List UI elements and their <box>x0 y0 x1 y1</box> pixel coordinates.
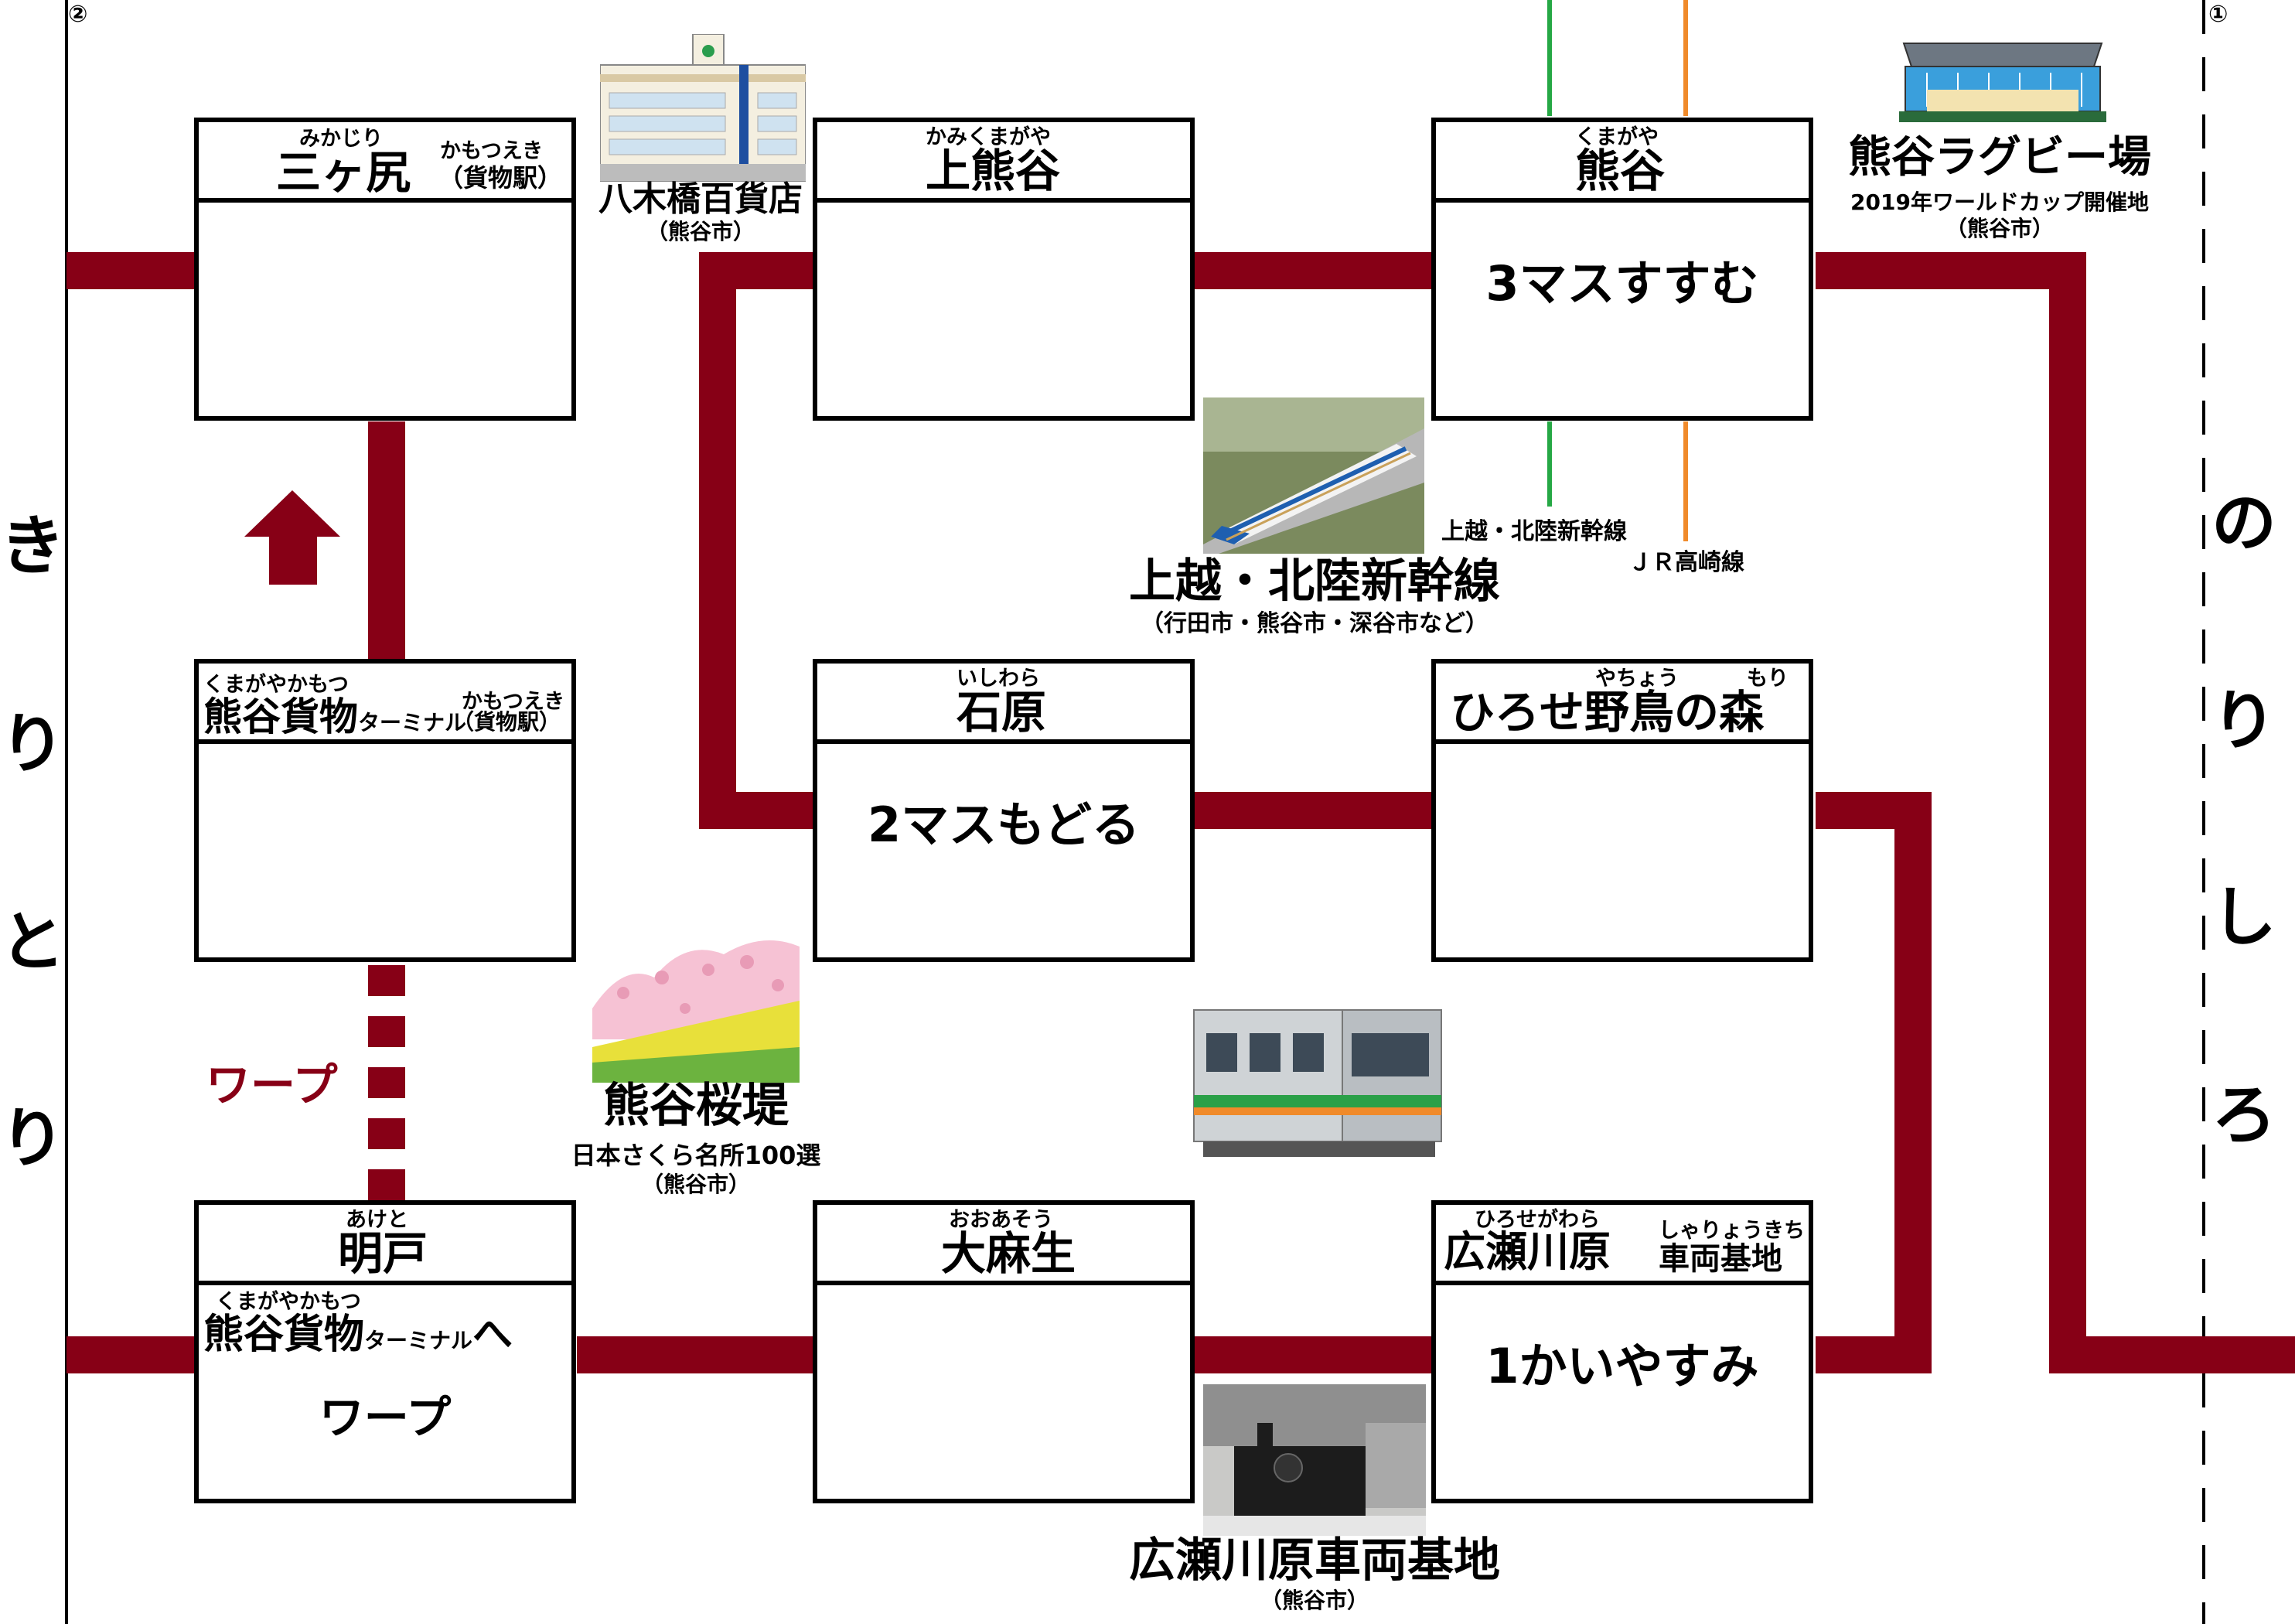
stadium-icon <box>1899 43 2106 122</box>
station-ruby: やちょう <box>1595 667 1679 691</box>
station-ruby: いしわら <box>957 667 1040 691</box>
arrow-up-icon <box>244 490 340 585</box>
station-name: 大麻生 <box>941 1227 1076 1280</box>
landmark-sakura-sub2: （熊谷市） <box>641 1172 750 1197</box>
space-ishiwara[interactable]: いしわら 石原 2マスもどる <box>813 659 1195 962</box>
station-ruby: もり <box>1747 667 1789 691</box>
track-kumagaya-outer <box>1816 252 2295 1373</box>
landmark-yagihashi-name: 八木橋百貨店 <box>598 179 803 219</box>
space-aketo[interactable]: あけと 明戸 くまがやかもつ 熊谷貨物ターミナルへ ワープ <box>194 1200 576 1503</box>
landmark-depot-sub: （熊谷市） <box>1260 1588 1369 1613</box>
warp-label: ワープ <box>206 1059 338 1111</box>
joetsu-line-label: 上越・北陸新幹線 <box>1441 518 1627 545</box>
landmark-shinkansen-sub: （行田市・熊谷市・深谷市など） <box>1141 610 1489 637</box>
side-label-right-2: り <box>2211 683 2277 759</box>
station-ruby: かみくまがや <box>926 125 1051 149</box>
space-header: ひろせがわら 広瀬川原 しゃりょうきち 車両基地 <box>1436 1205 1809 1285</box>
station-name: 明戸 <box>338 1227 428 1280</box>
station-name: 熊谷貨物ターミナル <box>203 694 467 739</box>
space-mikajiri[interactable]: みかじり 三ヶ尻 かもつえき （貨物駅） <box>194 118 576 421</box>
department-store-icon <box>600 34 806 182</box>
space-kumagaya[interactable]: くまがや 熊谷 3マスすすむ <box>1431 118 1813 421</box>
station-ruby: ひろせがわら <box>1475 1208 1600 1232</box>
commuter-train-photo <box>1188 987 1448 1171</box>
station-suffix: （貨物駅） <box>438 163 563 193</box>
space-header: かみくまがや 上熊谷 <box>817 122 1190 203</box>
takasaki-line-label: ＪＲ高崎線 <box>1628 549 1744 576</box>
landmark-rugby-sub2: （熊谷市） <box>1945 216 2054 241</box>
space-oasou[interactable]: おおあそう 大麻生 <box>813 1200 1195 1503</box>
space-kumagaya-kamotsu[interactable]: くまがやかもつ 熊谷貨物ターミナル かもつえき （貨物駅） <box>194 659 576 962</box>
space-action: 3マスすすむ <box>1485 255 1759 312</box>
landmark-depot-name: 広瀬川原車両基地 <box>1129 1534 1500 1588</box>
suffix-ruby: かもつえき <box>462 690 565 714</box>
space-header: みかじり 三ヶ尻 かもつえき （貨物駅） <box>199 122 571 203</box>
station-ruby: くまがや <box>1575 125 1659 149</box>
landmark-yagihashi-sub: （熊谷市） <box>646 219 755 244</box>
station-name: 石原 <box>957 686 1047 739</box>
action-warp: ワープ <box>319 1391 452 1444</box>
landmark-sakura-name: 熊谷桜堤 <box>603 1079 789 1133</box>
space-header: やちょう もり ひろせ野鳥の森 <box>1436 664 1809 744</box>
landmark-sakura-sub1: 日本さくら名所100選 <box>571 1141 821 1170</box>
side-label-right-4: ろ <box>2211 1077 2277 1153</box>
track-hirose-hirosegawara <box>1816 792 1932 1373</box>
station-suffix: （貨物駅） <box>452 709 561 735</box>
landmark-rugby-sub1: 2019年ワールドカップ開催地 <box>1850 189 2149 215</box>
station-name: 熊谷 <box>1575 145 1666 197</box>
station-ruby: くまがやかもつ <box>203 673 349 697</box>
space-header: おおあそう 大麻生 <box>817 1205 1190 1285</box>
space-hirose-yacho-no-mori[interactable]: やちょう もり ひろせ野鳥の森 <box>1431 659 1813 962</box>
side-label-left-2: り <box>0 706 66 782</box>
space-hirosegawara[interactable]: ひろせがわら 広瀬川原 しゃりょうきち 車両基地 1かいやすみ <box>1431 1200 1813 1503</box>
station-name: ひろせ野鳥の森 <box>1450 686 1765 739</box>
sakura-illustration <box>592 931 800 1083</box>
space-action: 2マスもどる <box>868 797 1140 853</box>
action-warp-target: 熊谷貨物ターミナルへ <box>203 1312 513 1358</box>
station-name: 広瀬川原 <box>1444 1227 1611 1276</box>
station-suffix: 車両基地 <box>1659 1241 1782 1277</box>
side-label-right-1: の <box>2211 485 2277 561</box>
track-kami-ishiwara <box>699 252 815 829</box>
landmark-shinkansen-name: 上越・北陸新幹線 <box>1129 554 1500 609</box>
station-ruby: おおあそう <box>949 1208 1053 1232</box>
corner-number-right: ① <box>2208 1 2229 28</box>
steam-locomotive-photo <box>1203 1384 1426 1536</box>
space-header: あけと 明戸 <box>199 1205 571 1285</box>
space-header: くまがやかもつ 熊谷貨物ターミナル かもつえき （貨物駅） <box>199 664 571 744</box>
suffix-ruby: かもつえき <box>440 139 544 163</box>
action-ruby: くまがやかもつ <box>216 1290 361 1314</box>
shinkansen-photo <box>1203 397 1424 554</box>
station-ruby: みかじり <box>299 127 383 151</box>
side-label-left-4: り <box>0 1100 66 1176</box>
space-action: 1かいやすみ <box>1485 1338 1759 1394</box>
landmark-rugby-name: 熊谷ラグビー場 <box>1848 132 2151 183</box>
station-name: 上熊谷 <box>926 145 1061 197</box>
space-kamikumagaya[interactable]: かみくまがや 上熊谷 <box>813 118 1195 421</box>
side-label-right-3: し <box>2211 879 2277 955</box>
corner-number-left: ② <box>68 1 88 28</box>
station-ruby: あけと <box>346 1208 408 1232</box>
side-label-left-1: き <box>0 508 66 584</box>
suffix-ruby: しゃりょうきち <box>1659 1219 1805 1243</box>
station-name: 三ヶ尻 <box>276 146 411 199</box>
space-header: くまがや 熊谷 <box>1436 122 1809 203</box>
space-header: いしわら 石原 <box>817 664 1190 744</box>
side-label-left-3: と <box>0 904 66 980</box>
